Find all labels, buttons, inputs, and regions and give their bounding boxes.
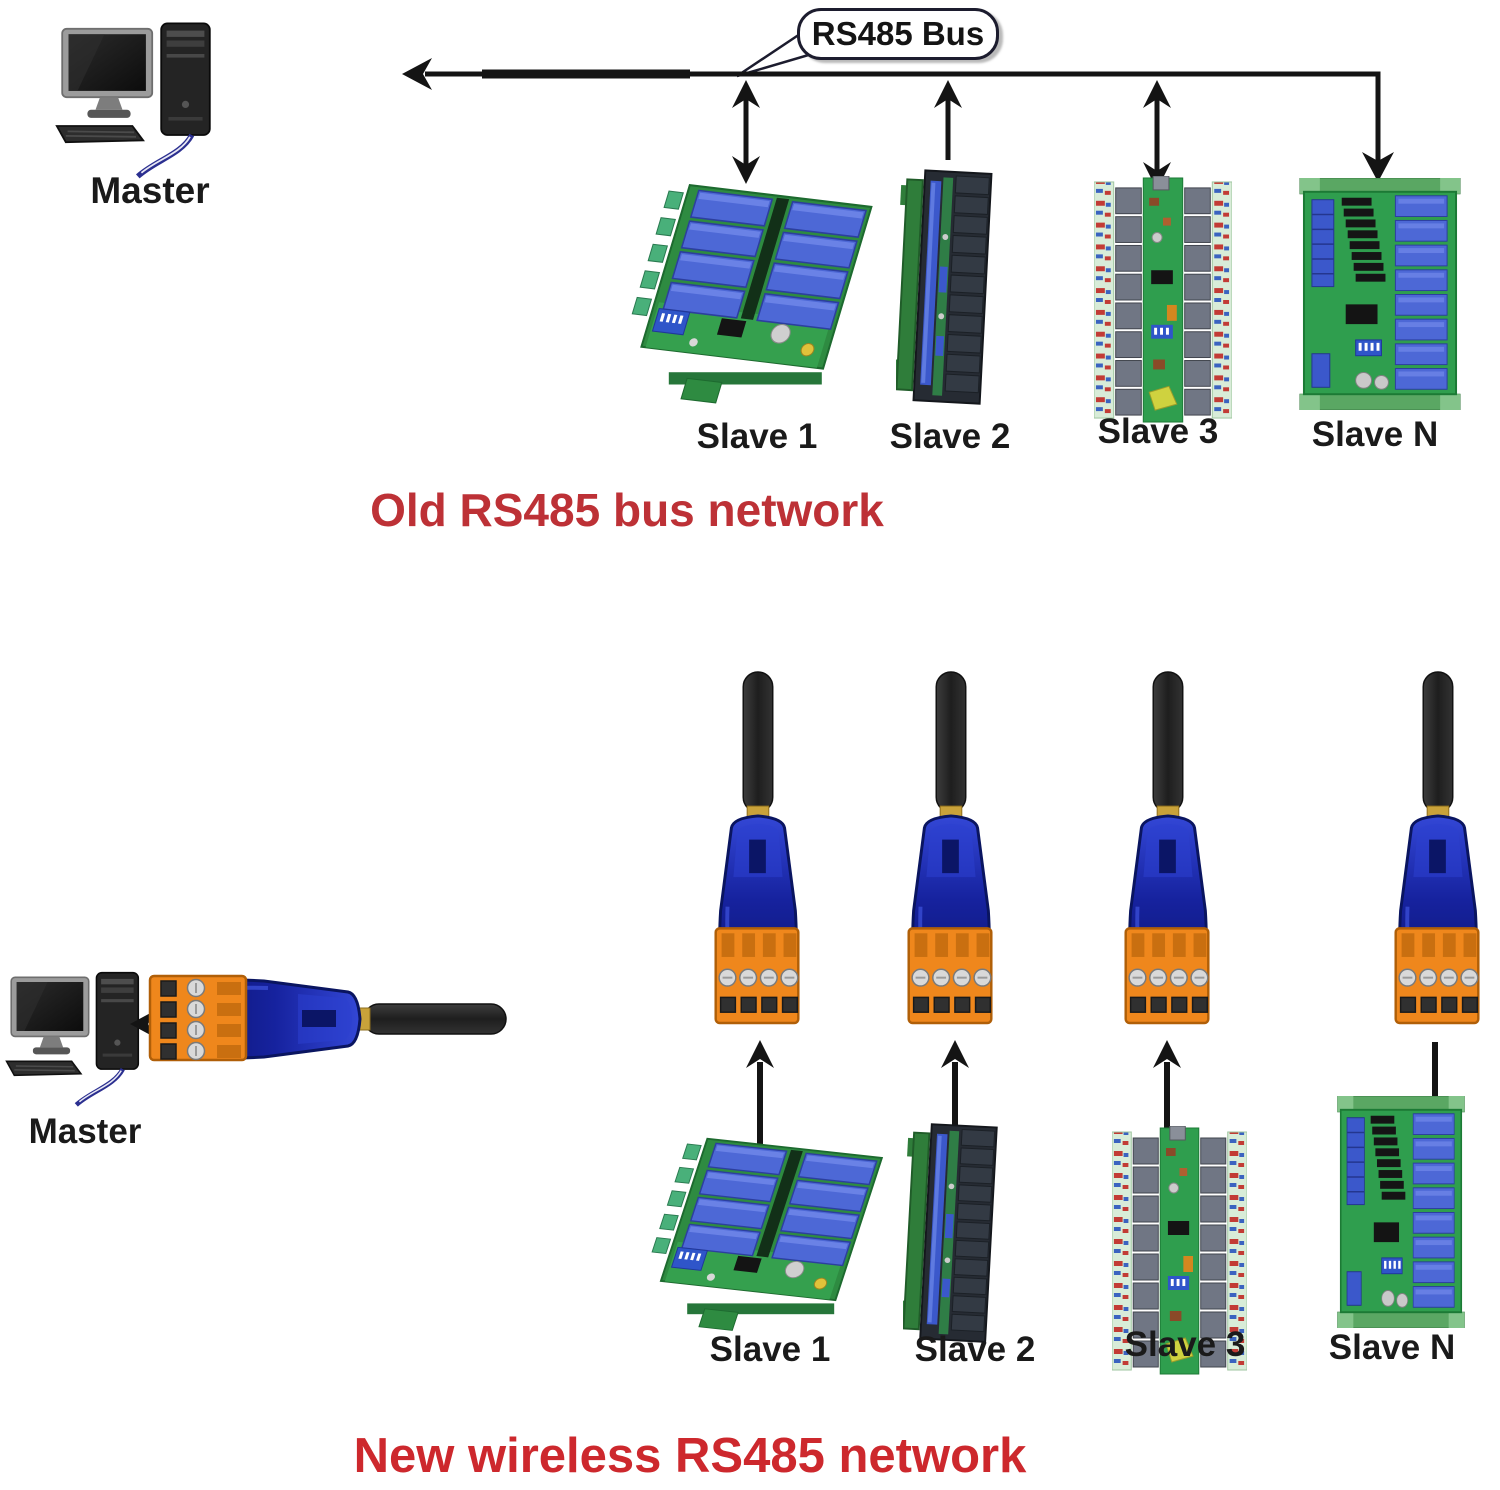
old-network-title: Old RS485 bus network: [370, 484, 884, 536]
slave1-wireless-adapter-icon: [713, 670, 801, 1025]
new-slaveN-board-image: [1336, 1096, 1466, 1328]
old-slave1-label: Slave 1: [696, 417, 818, 456]
new-master-pc-icon: [7, 973, 139, 1105]
slaveN-wireless-adapter-icon: [1393, 670, 1481, 1025]
old-slave1-board-image: [628, 182, 873, 404]
old-slave2-board-image: [896, 168, 993, 405]
slave3-wireless-adapter-icon: [1123, 670, 1211, 1025]
old-master-pc-icon: [57, 23, 210, 176]
old-slave2-label: Slave 2: [889, 417, 1011, 456]
slave2-wireless-adapter-icon: [906, 670, 994, 1025]
old-slave3-board-image: [1094, 176, 1232, 423]
adapter-link-arrowheads: [746, 1040, 1181, 1068]
new-slave1-label: Slave 1: [709, 1330, 831, 1369]
new-master-label: Master: [28, 1112, 142, 1151]
new-slave3-label: Slave 3: [1124, 1325, 1246, 1364]
old-slaveN-label: Slave N: [1311, 415, 1439, 454]
new-slave1-board-image: [648, 1136, 883, 1332]
master-wireless-adapter-icon: [148, 974, 508, 1062]
old-master-label: Master: [90, 170, 210, 211]
new-network-title: New wireless RS485 network: [353, 1429, 1027, 1483]
old-slaveN-board-image: [1298, 178, 1462, 410]
new-slave2-label: Slave 2: [914, 1330, 1036, 1369]
bus-arrowheads: [402, 58, 1394, 182]
rs485-bus-line: [425, 69, 1381, 162]
adapter-link-lines: [757, 1042, 1438, 1148]
rs485-bus-callout: RS485 Bus: [797, 8, 999, 60]
new-slaveN-label: Slave N: [1328, 1328, 1456, 1367]
new-slave2-board-image: [903, 1122, 998, 1343]
old-slave3-label: Slave 3: [1097, 412, 1219, 451]
